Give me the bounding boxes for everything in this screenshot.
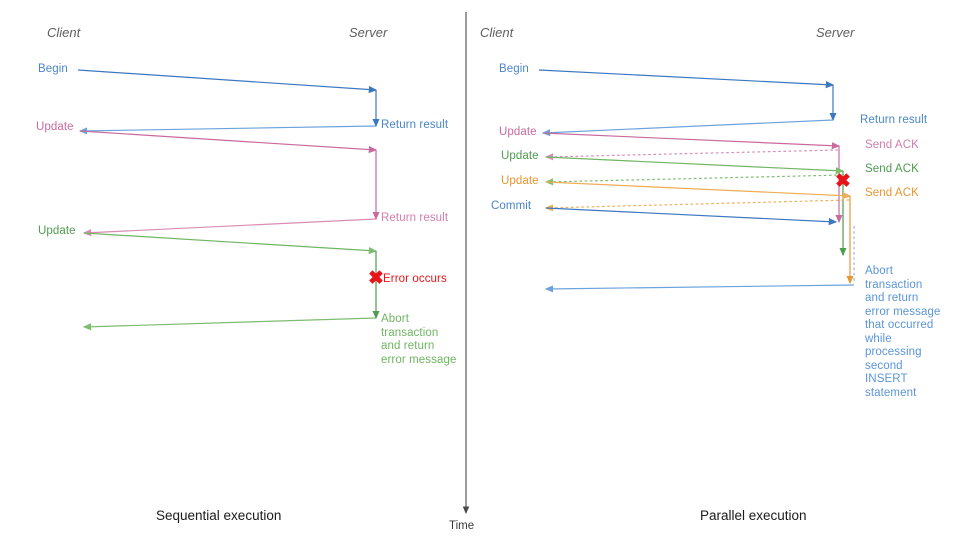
actor-server-label-parallel: Server	[816, 25, 855, 40]
message-label-update-2-parallel: Update	[501, 150, 539, 162]
x-error-icon-sequential: ✖	[368, 268, 384, 289]
arrow-send-ack-2	[544, 174, 843, 186]
arrow-abort-return	[544, 284, 855, 293]
arrow-send-ack-3	[544, 199, 850, 212]
panel-parallel-arrows	[538, 69, 855, 293]
x-error-icon-parallel: ✖	[835, 171, 851, 192]
abort-note-line: transaction	[381, 326, 439, 339]
arrow-begin-request	[77, 69, 378, 94]
message-label-send-ack-2-parallel: Send ACK	[865, 163, 919, 175]
abort-note-line: error message	[865, 305, 941, 318]
abort-note-sequential: Abort transaction and return error messa…	[381, 313, 465, 367]
arrow-update-2-request	[83, 232, 378, 255]
abort-note-line: that occurred	[865, 319, 934, 331]
arrow-commit-request	[545, 207, 838, 226]
message-label-return-result-1-sequential: Return result	[381, 119, 449, 131]
panel-sequential-arrows	[77, 69, 380, 331]
message-label-return-result-2-sequential: Return result	[381, 212, 449, 224]
abort-note-line: and return	[381, 340, 435, 352]
abort-note-line: Abort	[865, 265, 893, 277]
abort-note-line: and return	[865, 292, 919, 304]
arrow-update-3-request	[545, 181, 852, 200]
message-label-return-result-parallel: Return result	[860, 114, 928, 126]
abort-note-line: Abort	[381, 313, 409, 325]
error-label-sequential: Error occurs	[383, 273, 447, 285]
actor-client-label-parallel: Client	[480, 25, 514, 40]
message-label-update-1-sequential: Update	[36, 121, 74, 133]
abort-note-line: error message	[381, 353, 457, 366]
abort-note-parallel: Abort transaction and return error messa…	[865, 265, 955, 400]
arrow-update-2-request	[545, 156, 845, 175]
abort-note-line: second	[865, 359, 903, 372]
message-label-update-2-sequential: Update	[38, 225, 76, 237]
actor-client-label-sequential: Client	[47, 25, 81, 40]
arrow-return-result-1	[78, 125, 377, 135]
arrow-return-result	[541, 119, 834, 137]
abort-note-line: statement	[865, 386, 917, 399]
abort-note-line: INSERT	[865, 373, 908, 385]
message-label-begin-parallel: Begin	[499, 63, 529, 75]
arrow-abort-return	[82, 317, 377, 331]
message-label-update-1-parallel: Update	[499, 126, 537, 138]
message-label-update-3-parallel: Update	[501, 175, 539, 187]
arrow-update-1-request	[79, 130, 378, 154]
message-label-send-ack-3-parallel: Send ACK	[865, 187, 919, 199]
message-label-commit-parallel: Commit	[491, 200, 532, 212]
message-label-begin-sequential: Begin	[38, 63, 68, 75]
abort-note-line: transaction	[865, 278, 923, 291]
arrow-return-result-2	[82, 218, 377, 237]
arrow-begin-request	[538, 69, 835, 89]
caption-parallel: Parallel execution	[700, 508, 807, 523]
arrow-send-ack-1	[544, 149, 839, 161]
abort-note-line: while	[865, 332, 892, 345]
caption-sequential: Sequential execution	[156, 508, 282, 523]
arrow-update-1-request	[542, 132, 841, 150]
abort-note-line: processing	[865, 346, 922, 358]
time-axis-label: Time	[449, 520, 475, 532]
message-label-send-ack-1-parallel: Send ACK	[865, 139, 919, 151]
actor-server-label-sequential: Server	[349, 25, 388, 40]
